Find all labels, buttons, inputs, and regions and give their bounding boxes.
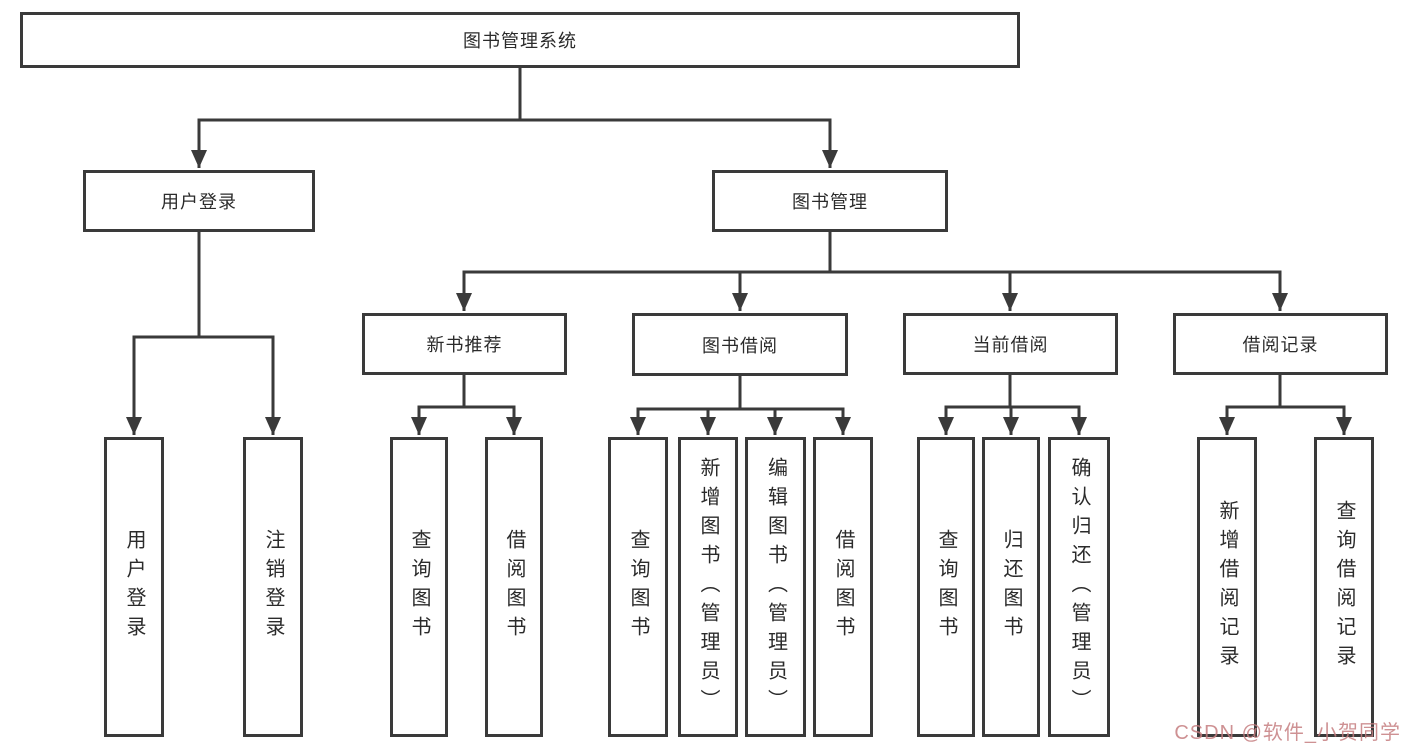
node-root-system: 图书管理系统 xyxy=(20,12,1020,68)
leaf-logout: 注销登录 xyxy=(243,437,303,737)
leaf-edit-books-admin: 编辑图书（管理员） xyxy=(745,437,806,737)
csdn-watermark: CSDN @软件_小贺同学 xyxy=(1174,722,1401,744)
leaf-recommend-query-books: 查询图书 xyxy=(390,437,448,737)
node-new-book-recommend: 新书推荐 xyxy=(362,313,567,375)
leaf-query-borrow-record: 查询借阅记录 xyxy=(1314,437,1374,737)
leaf-borrow-query-books: 查询图书 xyxy=(608,437,668,737)
leaf-add-borrow-record: 新增借阅记录 xyxy=(1197,437,1257,737)
leaf-recommend-borrow-books: 借阅图书 xyxy=(485,437,543,737)
leaf-confirm-return-admin: 确认归还（管理员） xyxy=(1048,437,1110,737)
leaf-borrow-books: 借阅图书 xyxy=(813,437,873,737)
node-borrow-records: 借阅记录 xyxy=(1173,313,1388,375)
node-book-borrow: 图书借阅 xyxy=(632,313,848,376)
leaf-current-query-books: 查询图书 xyxy=(917,437,975,737)
node-user-login-branch: 用户登录 xyxy=(83,170,315,232)
leaf-user-login: 用户登录 xyxy=(104,437,164,737)
node-book-management: 图书管理 xyxy=(712,170,948,232)
leaf-add-books-admin: 新增图书（管理员） xyxy=(678,437,738,737)
leaf-return-books: 归还图书 xyxy=(982,437,1040,737)
node-current-borrow: 当前借阅 xyxy=(903,313,1118,375)
